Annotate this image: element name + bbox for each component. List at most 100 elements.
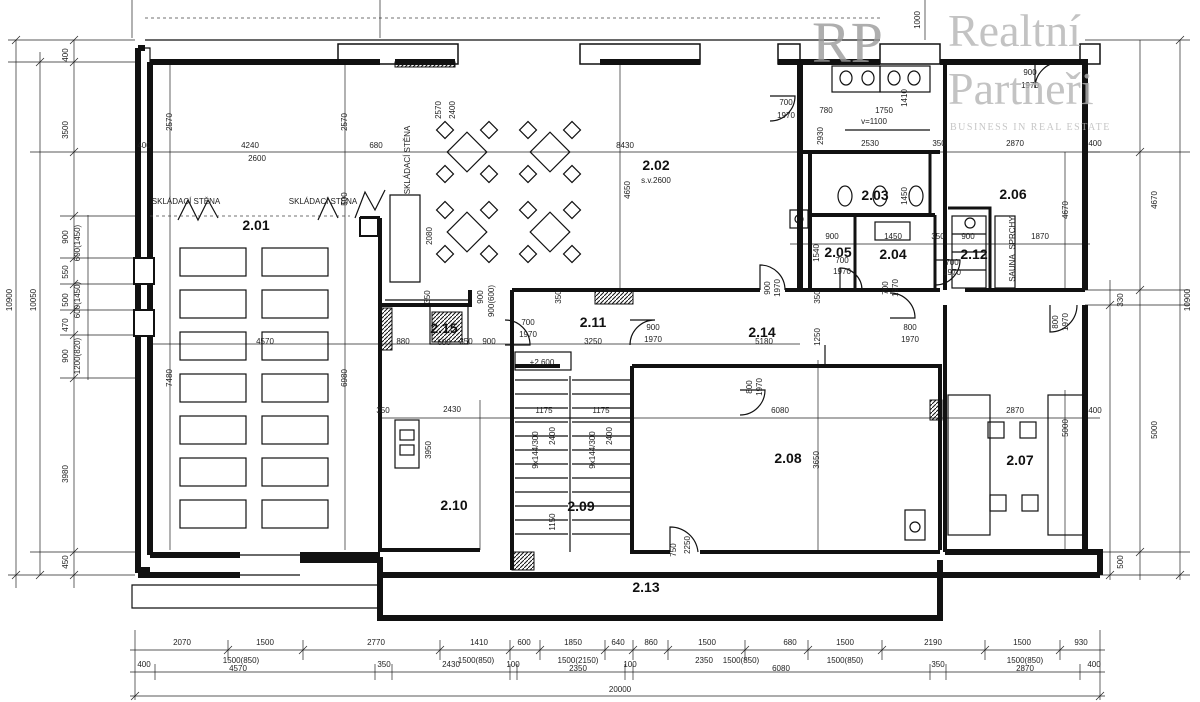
dimension-label-vertical: 800: [745, 380, 754, 394]
dimension-label: s.v.2600: [641, 176, 671, 185]
dimension-label-vertical: 9x144/300: [531, 431, 540, 469]
stall-rect: [261, 499, 329, 529]
dimension-label-vertical: 2400: [605, 427, 614, 445]
watermark-logo: RP Realtní Partneři BUSINESS IN REAL EST…: [812, 5, 1109, 133]
dimension-label: 4570: [256, 337, 274, 346]
dimension-label: 640: [611, 638, 625, 647]
dimension-label: 860: [644, 638, 658, 647]
dimension-label: 1750: [875, 106, 893, 115]
dimension-label-vertical: 1970: [1061, 313, 1070, 331]
dimension-label-vertical: 9x144/300: [588, 431, 597, 469]
dimension-label: 1850: [564, 638, 582, 647]
dimension-label-vertical: 500: [340, 192, 349, 206]
exterior-walls: [131, 39, 1103, 621]
dimension-label: 6080: [771, 406, 789, 415]
dimension-label: 2870: [1006, 406, 1024, 415]
dimension-label-vertical: 900(600): [487, 285, 496, 317]
dimension-label-vertical: SPRCHY: [1008, 216, 1017, 250]
dimension-label: 4240: [241, 141, 259, 150]
dimension-label: 400: [137, 660, 151, 669]
table-group: [518, 200, 582, 264]
dimension-label-vertical: 2400: [548, 427, 557, 445]
dimension-label: 900: [1023, 68, 1037, 77]
dimension-label-vertical: 10900: [5, 288, 14, 311]
dimension-label: 1970: [644, 335, 662, 344]
dimension-label: 6080: [772, 664, 790, 673]
dimension-label-vertical: 4670: [1061, 201, 1070, 219]
dimension-label: 1500(850): [723, 656, 760, 665]
dimension-label: 2430: [443, 405, 461, 414]
dimension-label-vertical: 800: [1051, 315, 1060, 329]
dimension-label: 1970: [777, 111, 795, 120]
stall-rect: [261, 415, 329, 445]
dimension-label: 700: [521, 318, 535, 327]
staircase: [514, 351, 630, 535]
left-wall-columns: [133, 43, 1101, 337]
dimension-label-vertical: 5000: [1061, 419, 1070, 437]
dimension-label: 350: [377, 660, 391, 669]
dimension-label: 900: [646, 323, 660, 332]
dimension-label-vertical: SAUNA: [1008, 254, 1017, 282]
dimension-label: 600: [517, 638, 531, 647]
dimension-label-vertical: 1450: [900, 187, 909, 205]
dimension-label-vertical: 500: [61, 293, 70, 307]
dimension-label-vertical: 3650: [812, 451, 821, 469]
dimension-label-vertical: 900: [61, 230, 70, 244]
dimension-label: 400: [1088, 139, 1102, 148]
room-label: 2.07: [1006, 452, 1033, 468]
dimension-label-vertical: 550: [61, 265, 70, 279]
room-label: 2.05: [824, 244, 851, 260]
room-label: 2.01: [242, 217, 269, 233]
stall-rect: [179, 499, 247, 529]
stall-rect: [179, 373, 247, 403]
dimension-label-vertical: 900: [476, 290, 485, 304]
dimension-label-vertical: 7480: [165, 369, 174, 387]
dimension-label-vertical: 1250: [813, 328, 822, 346]
dimension-label: 1500: [256, 638, 274, 647]
dimension-label: 1175: [535, 406, 553, 415]
dimension-label-vertical: 3500: [61, 121, 70, 139]
dimension-label: 400: [1088, 406, 1102, 415]
room-label: 2.03: [861, 187, 888, 203]
dimension-label: 1175: [592, 406, 610, 415]
dimension-label: 780: [819, 106, 833, 115]
dimension-label: 5180: [755, 337, 773, 346]
room-label: 2.08: [774, 450, 801, 466]
dimension-label-vertical: 2570: [434, 101, 443, 119]
dimension-label-vertical: SKLÁDACÍ STĚNA: [403, 125, 412, 194]
dimension-label: 1500: [1013, 638, 1031, 647]
dimension-label: 1970: [1021, 81, 1039, 90]
dimension-label-vertical: 470: [61, 318, 70, 332]
dimension-label: 880: [396, 337, 410, 346]
dimension-label: 900: [825, 232, 839, 241]
room-label: 2.09: [567, 498, 594, 514]
dimension-label-vertical: 350: [813, 290, 822, 304]
dimension-label: 400: [137, 141, 151, 150]
room-label: 2.11: [580, 314, 607, 330]
dimension-label-vertical: 2930: [816, 127, 825, 145]
dimension-label: 4570: [229, 664, 247, 673]
left-dimension-lines: [8, 35, 135, 588]
fixtures: [394, 65, 1084, 541]
interior-dimension-guides: [135, 60, 1100, 550]
dimension-label-vertical: 2570: [165, 113, 174, 131]
dimension-label: 700: [945, 258, 959, 267]
dimension-label-vertical: 1540: [812, 244, 821, 262]
dimension-label-vertical: 900: [763, 281, 772, 295]
dimension-label: 100: [623, 660, 637, 669]
watermark-line1: Realtní: [948, 5, 1081, 56]
dimension-label-vertical: 1970: [891, 279, 900, 297]
dimension-label: 1500(850): [1007, 656, 1044, 665]
room-labels: 2.012.022.032.042.052.062.072.082.092.10…: [242, 157, 1033, 595]
stall-rect: [179, 289, 247, 319]
dimension-label: 930: [1074, 638, 1088, 647]
dimension-label: 600: [437, 338, 451, 347]
dimension-label: 2530: [861, 139, 879, 148]
folding-walls: [150, 189, 386, 222]
dimension-label: 700: [779, 98, 793, 107]
dimension-label-vertical: 2250: [683, 536, 692, 554]
dimension-label-vertical: 1970: [755, 378, 764, 396]
table-group: [435, 200, 499, 264]
dimension-label-vertical: 1410: [900, 89, 909, 107]
